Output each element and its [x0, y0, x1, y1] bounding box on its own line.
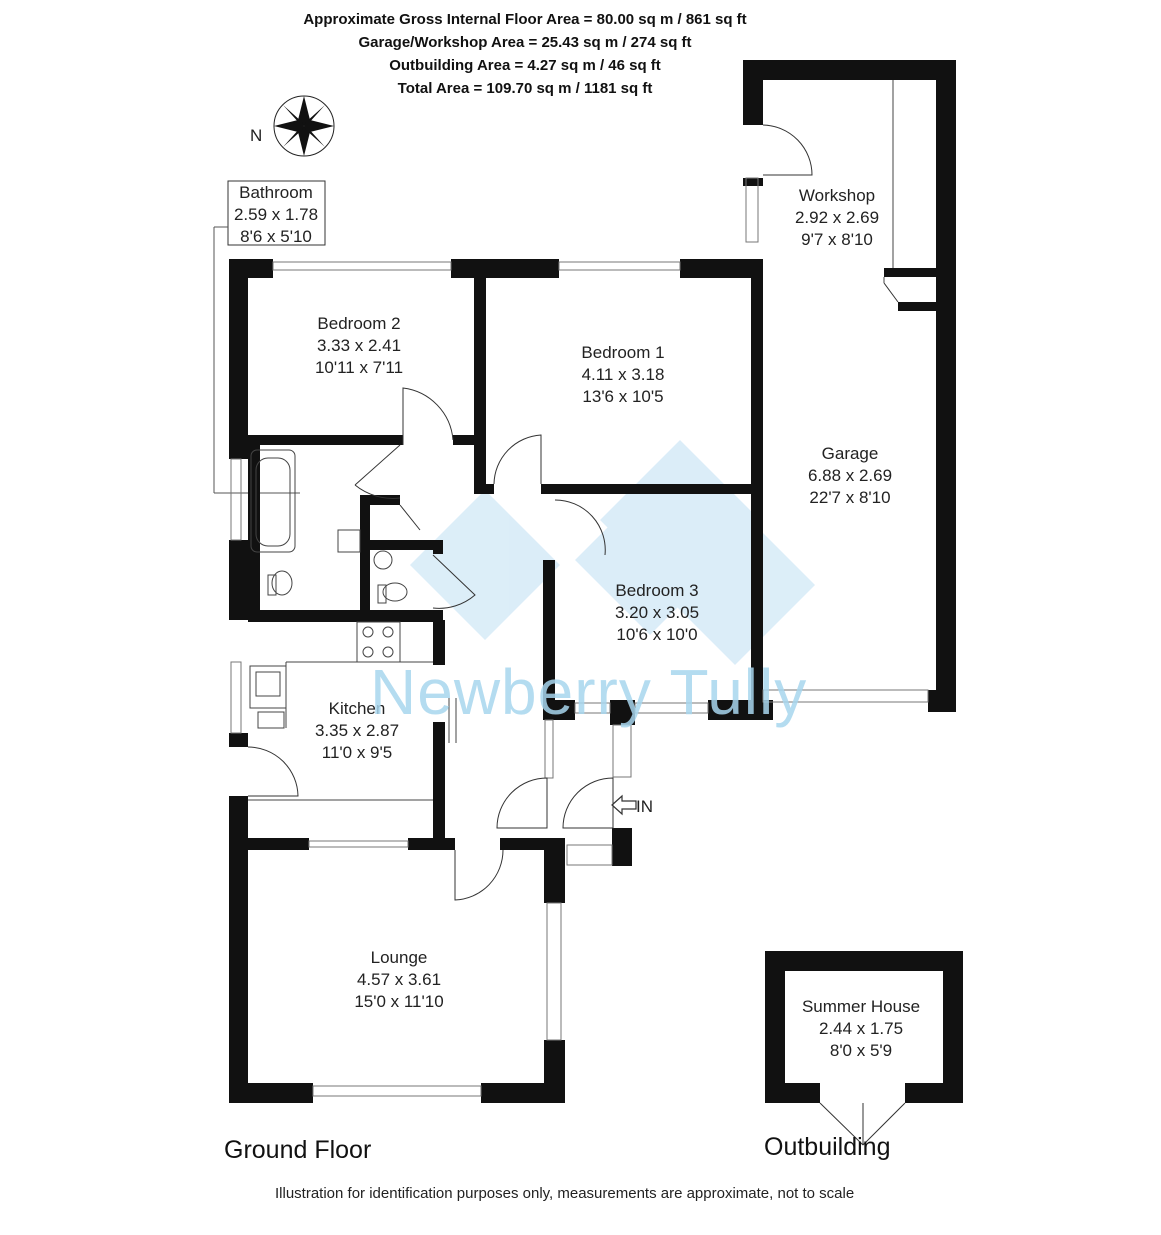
workshop-imperial: 9'7 x 8'10 — [801, 230, 873, 249]
kitchen-imperial: 11'0 x 9'5 — [322, 743, 392, 762]
bedroom1-metric: 4.11 x 3.18 — [582, 365, 665, 384]
floor-area-line: Approximate Gross Internal Floor Area = … — [303, 11, 747, 28]
disclaimer: Illustration for identification purposes… — [275, 1185, 855, 1202]
summer-house-walls — [765, 951, 963, 1103]
bedroom1-name: Bedroom 1 — [581, 343, 664, 362]
bathroom-name: Bathroom — [239, 183, 313, 202]
bathroom-imperial: 8'6 x 5'10 — [240, 227, 312, 246]
bedroom1-imperial: 13'6 x 10'5 — [582, 387, 663, 406]
summer-house-name: Summer House — [802, 997, 920, 1016]
lounge-name: Lounge — [371, 948, 428, 967]
workshop-metric: 2.92 x 2.69 — [795, 208, 879, 227]
garage-area-line: Garage/Workshop Area = 25.43 sq m / 274 … — [358, 34, 692, 51]
summer-house-imperial: 8'0 x 5'9 — [830, 1041, 892, 1060]
lounge-metric: 4.57 x 3.61 — [357, 970, 441, 989]
bedroom2-name: Bedroom 2 — [317, 314, 400, 333]
summer-house-metric: 2.44 x 1.75 — [819, 1019, 903, 1038]
workshop-name: Workshop — [799, 186, 875, 205]
kitchen-name: Kitchen — [329, 699, 386, 718]
watermark-text: Newberry Tully — [370, 656, 808, 728]
garage-imperial: 22'7 x 8'10 — [809, 488, 890, 507]
bedroom3-metric: 3.20 x 3.05 — [615, 603, 699, 622]
compass-icon — [273, 95, 335, 157]
bedroom2-metric: 3.33 x 2.41 — [317, 336, 401, 355]
outbuilding-title: Outbuilding — [764, 1133, 891, 1161]
fixtures — [248, 80, 894, 801]
lounge-imperial: 15'0 x 11'10 — [354, 992, 443, 1011]
windows — [230, 177, 929, 1097]
compass-north-label: N — [250, 126, 262, 145]
entrance-label: IN — [636, 797, 653, 816]
bedroom2-imperial: 10'11 x 7'11 — [315, 358, 403, 377]
door-swings — [247, 124, 906, 1146]
garage-metric: 6.88 x 2.69 — [808, 466, 892, 485]
kitchen-metric: 3.35 x 2.87 — [315, 721, 399, 740]
bathroom-metric: 2.59 x 1.78 — [234, 205, 318, 224]
bedroom3-name: Bedroom 3 — [615, 581, 698, 600]
ground-floor-title: Ground Floor — [224, 1136, 372, 1164]
bedroom3-imperial: 10'6 x 10'0 — [616, 625, 697, 644]
bathroom-label-box — [227, 180, 326, 246]
entrance-arrow-icon — [611, 794, 637, 816]
outbuilding-area-line: Outbuilding Area = 4.27 sq m / 46 sq ft — [389, 57, 661, 74]
total-area-line: Total Area = 109.70 sq m / 1181 sq ft — [397, 80, 653, 97]
garage-name: Garage — [822, 444, 879, 463]
walls — [229, 60, 956, 1103]
watermark-logo — [410, 440, 815, 665]
